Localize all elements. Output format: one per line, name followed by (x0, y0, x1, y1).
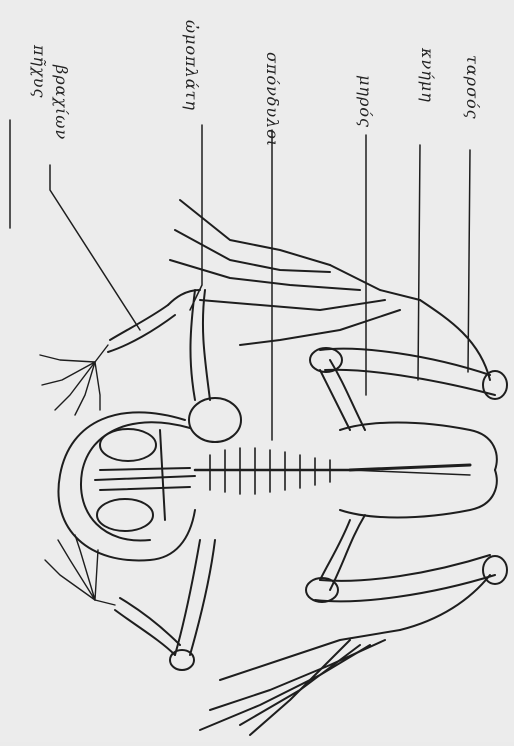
label-spondyloi: σπόνδυλοι (263, 52, 282, 147)
label-pechys: πῆχυς (30, 45, 49, 98)
left-hand (40, 345, 108, 415)
leader-omoplate (190, 125, 202, 310)
right-hand (45, 535, 115, 605)
label-meros: μηρός (356, 75, 375, 128)
vertebral-column (195, 448, 470, 494)
left-arm (108, 290, 241, 442)
right-leg (200, 515, 507, 735)
label-kneme: κνήμη (418, 48, 437, 103)
label-omoplate: ὠμοπλάτη (182, 20, 201, 111)
label-tarsos: ταρσός (463, 55, 482, 120)
skull (58, 412, 195, 560)
leader-kneme (418, 145, 420, 380)
left-leg (170, 200, 507, 430)
label-brachion: βραχίων (52, 65, 71, 140)
leader-brachion (50, 165, 140, 330)
